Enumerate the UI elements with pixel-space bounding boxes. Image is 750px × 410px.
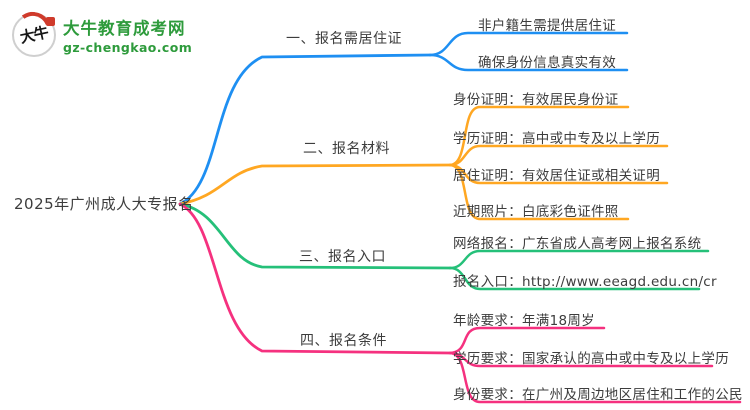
branch-2-item-1: 身份证明：有效居民身份证 [453,92,619,108]
branch-3-label: 三、报名入口 [299,249,386,265]
branch-2-label: 二、报名材料 [303,141,390,157]
branch-4-item-2: 学历要求：国家承认的高中或中专及以上学历 [453,351,729,367]
branch-4-label: 四、报名条件 [300,333,387,349]
site-logo[interactable]: 大牛 大牛教育成考网 gz-chengkao.com [12,9,192,57]
branch-1-item-2: 确保身份信息真实有效 [478,55,616,71]
branch-4-item-1: 年龄要求：年满18周岁 [453,313,595,329]
branch-1-item-1: 非户籍生需提供居住证 [478,18,616,34]
branch-1-lines [178,31,629,206]
branch-3-lines [178,202,710,291]
logo-mark-text: 大牛 [18,22,50,47]
branch-2-item-3: 居住证明：有效居住证或相关证明 [453,168,660,184]
logo-seal-icon [46,17,55,26]
logo-text: 大牛教育成考网 gz-chengkao.com [63,15,192,55]
logo-brand-name: 大牛教育成考网 [63,19,186,38]
branch-4-item-3: 身份要求：在广州及周边地区居住和工作的公民 [453,387,743,403]
branch-1-label: 一、报名需居住证 [286,31,402,47]
branch-2-item-4: 近期照片：白底彩色证件照 [453,204,619,220]
logo-domain: gz-chengkao.com [63,40,193,55]
branch-2-lines [178,105,669,221]
branch-4-lines [178,202,742,404]
branch-2-item-2: 学历证明：高中或中专及以上学历 [453,131,660,147]
central-topic: 2025年广州成人大专报名 [14,195,194,213]
branch-3-item-2: 报名入口：http://www.eeagd.edu.cn/cr [453,274,717,290]
branch-3-item-1: 网络报名：广东省成人高考网上报名系统 [453,236,702,252]
logo-mark-icon: 大牛 [12,9,56,57]
